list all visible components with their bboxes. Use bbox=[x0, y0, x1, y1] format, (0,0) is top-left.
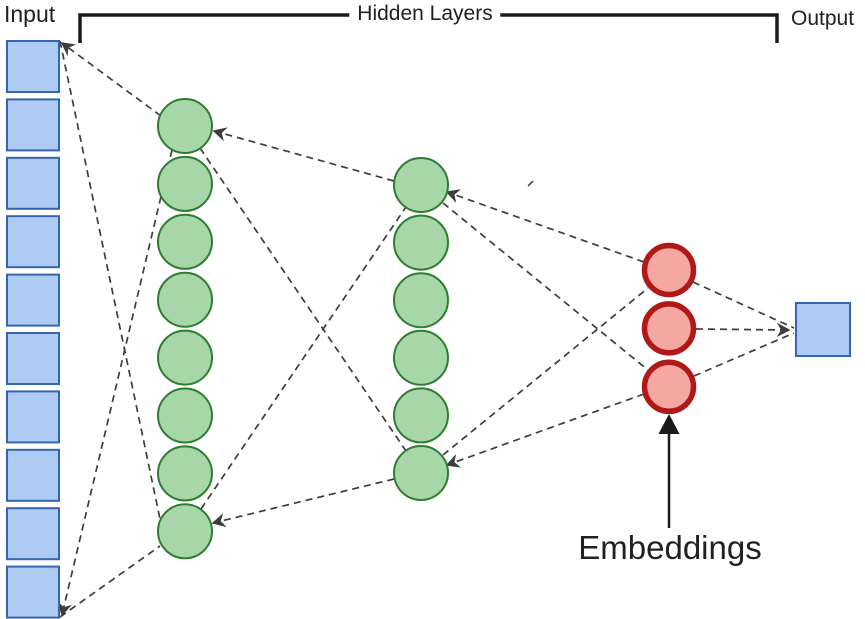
hidden2-node bbox=[393, 157, 449, 213]
output-label: Output bbox=[791, 7, 855, 30]
hidden2-node bbox=[393, 214, 449, 271]
hidden1-node bbox=[157, 387, 213, 444]
input-node bbox=[6, 40, 60, 93]
hidden1-node bbox=[157, 503, 213, 560]
connection-edges bbox=[57, 40, 795, 618]
output-layer bbox=[795, 302, 851, 357]
hidden2-node bbox=[393, 387, 449, 444]
connection-edge bbox=[445, 189, 645, 263]
connection-edge bbox=[445, 393, 645, 468]
connection-edge bbox=[211, 478, 395, 528]
connection-edge bbox=[442, 202, 649, 371]
hidden1-node bbox=[157, 98, 213, 154]
input-node bbox=[6, 273, 60, 327]
network-nodes bbox=[6, 40, 851, 619]
hidden2-node bbox=[393, 272, 449, 329]
embedding-node bbox=[641, 242, 697, 298]
embeddings-arrow bbox=[658, 414, 680, 528]
hidden1-node bbox=[157, 329, 213, 386]
connection-edge bbox=[693, 332, 795, 377]
embedding-layer bbox=[641, 242, 697, 415]
input-node bbox=[6, 98, 60, 152]
input-node bbox=[6, 215, 60, 269]
input-node bbox=[6, 448, 60, 502]
embedding-node bbox=[641, 301, 697, 356]
input-layer bbox=[6, 40, 60, 619]
connection-edge bbox=[695, 322, 791, 338]
connection-edge bbox=[442, 287, 649, 456]
hidden2-node bbox=[393, 329, 449, 386]
connection-edge bbox=[199, 147, 407, 452]
input-node bbox=[6, 507, 60, 561]
hidden1-node bbox=[157, 445, 213, 502]
input-node bbox=[6, 332, 60, 385]
embedding-node bbox=[641, 359, 697, 415]
connection-edge bbox=[57, 149, 173, 617]
hidden-layers-label: Hidden Layers bbox=[349, 2, 501, 27]
connection-edge bbox=[59, 40, 161, 520]
hidden1-node bbox=[157, 213, 213, 270]
hidden1-node bbox=[157, 271, 213, 328]
arrow-head bbox=[658, 414, 680, 434]
connection-edge bbox=[60, 42, 162, 117]
hidden-layer-1 bbox=[157, 98, 213, 560]
hidden1-node bbox=[157, 155, 213, 212]
embeddings-label: Embeddings bbox=[578, 529, 762, 566]
stray-mark bbox=[527, 180, 534, 187]
connection-edge bbox=[59, 545, 161, 618]
input-label: Input bbox=[4, 1, 56, 27]
input-node bbox=[6, 390, 60, 444]
hidden-layer-2 bbox=[393, 157, 449, 501]
input-node bbox=[6, 565, 60, 619]
hidden2-node bbox=[393, 445, 449, 501]
input-node bbox=[6, 156, 60, 210]
output-node bbox=[795, 302, 851, 357]
connection-edge bbox=[692, 281, 795, 329]
connection-edge bbox=[212, 127, 395, 182]
connection-edge bbox=[200, 206, 407, 510]
stray-dash bbox=[527, 180, 534, 187]
